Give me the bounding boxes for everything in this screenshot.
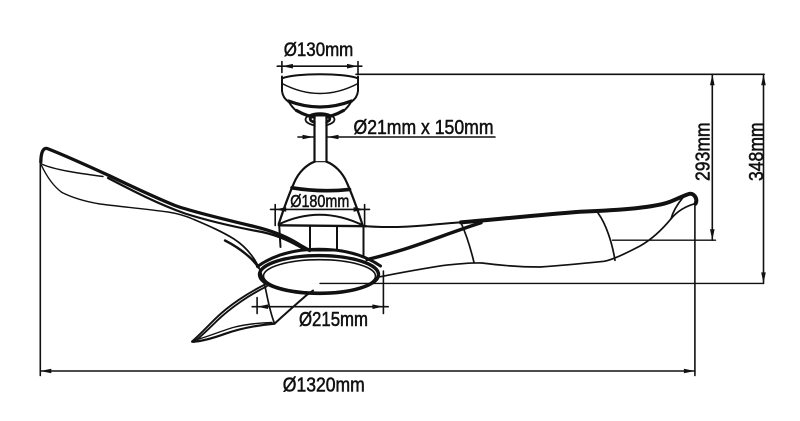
- svg-text:Ø1320mm: Ø1320mm: [283, 375, 365, 397]
- svg-text:Ø21mm x 150mm: Ø21mm x 150mm: [354, 116, 494, 139]
- svg-text:Ø180mm: Ø180mm: [290, 191, 349, 211]
- svg-text:348mm: 348mm: [745, 122, 768, 181]
- svg-text:Ø130mm: Ø130mm: [284, 39, 354, 61]
- svg-text:293mm: 293mm: [692, 122, 715, 181]
- svg-text:Ø215mm: Ø215mm: [299, 309, 368, 331]
